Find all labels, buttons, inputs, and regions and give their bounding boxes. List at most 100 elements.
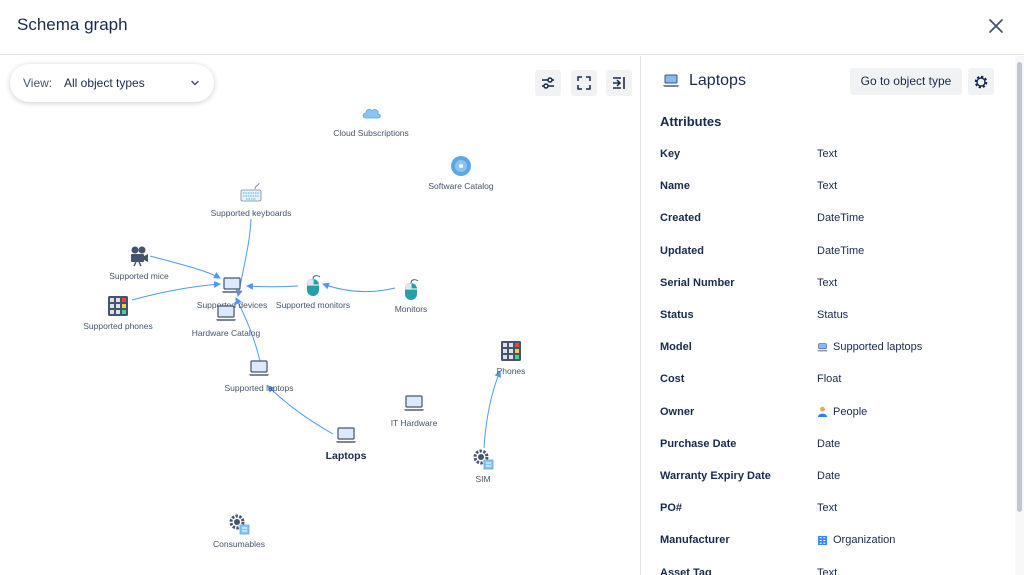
edge-laptops-supportedlaptops <box>267 385 334 435</box>
attribute-type: DateTime <box>817 212 864 224</box>
attribute-type-label: Float <box>817 373 842 386</box>
gear-box-icon <box>473 449 494 470</box>
attribute-type: Date <box>817 438 840 450</box>
filter-settings-button[interactable] <box>535 70 561 96</box>
object-type-detail-panel: Laptops Go to object type Attributes Key… <box>641 56 1015 575</box>
panel-title: Laptops <box>689 72 746 89</box>
close-icon[interactable] <box>985 15 1007 37</box>
keypad-icon <box>501 341 521 361</box>
node-sim[interactable]: SIM <box>428 448 538 484</box>
attribute-name: Purchase Date <box>660 437 737 450</box>
attribute-name: Manufacturer <box>660 534 730 547</box>
attribute-name: Status <box>660 309 694 321</box>
node-label: Hardware Catalog <box>191 328 261 338</box>
attribute-type: Date <box>817 470 840 482</box>
node-laptops[interactable]: Laptops <box>291 424 401 462</box>
attribute-name: Model <box>660 341 692 354</box>
attribute-name: Serial Number <box>660 276 735 289</box>
node-it-hardware[interactable]: IT Hardware <box>359 392 469 428</box>
node-label: Software Catalog <box>428 181 494 191</box>
cloud-icon <box>362 108 381 119</box>
attribute-type[interactable]: Organization <box>817 534 895 546</box>
node-supported-phones[interactable]: Supported phones <box>63 295 173 331</box>
attribute-type[interactable]: People <box>817 406 867 418</box>
attribute-name: Owner <box>660 405 695 418</box>
attribute-row: Purchase Date Date <box>641 438 1015 458</box>
panel-scrollbar-thumb[interactable] <box>1017 62 1022 512</box>
node-phones[interactable]: Phones <box>456 340 566 376</box>
node-label: Laptops <box>325 450 367 462</box>
attribute-type-label: DateTime <box>817 244 865 257</box>
attribute-type: Float <box>817 373 841 385</box>
collapse-panel-button[interactable] <box>606 70 632 96</box>
sliders-icon <box>542 77 554 89</box>
gear-box-icon <box>229 514 250 535</box>
node-supported-devices[interactable]: Supported devices <box>177 274 287 310</box>
node-hardware-catalog[interactable]: Hardware Catalog <box>171 302 281 338</box>
edge-sim-phones <box>483 370 502 449</box>
fullscreen-button[interactable] <box>571 70 597 96</box>
disc-icon <box>451 156 471 176</box>
attribute-type-label: Organization <box>833 534 896 547</box>
attribute-type-label: Date <box>817 437 841 450</box>
laptop-icon <box>404 395 424 411</box>
node-monitors[interactable]: Monitors <box>356 278 466 314</box>
settings-button[interactable] <box>968 68 994 95</box>
attribute-type: Text <box>817 277 837 289</box>
node-supported-keyboards[interactable]: Supported keyboards <box>196 182 306 218</box>
attribute-type-label: Text <box>817 566 838 575</box>
node-label: Cloud Subscriptions <box>333 128 409 138</box>
attribute-type-label: DateTime <box>817 212 865 225</box>
node-consumables[interactable]: Consumables <box>184 513 294 549</box>
attribute-type-label: Text <box>817 180 838 193</box>
attribute-type-label: Text <box>817 276 838 289</box>
view-select[interactable]: View: All object types <box>10 64 214 102</box>
attribute-type: Text <box>817 502 837 514</box>
modal-header: Schema graph <box>0 0 1024 55</box>
attribute-name: PO# <box>660 502 683 515</box>
attribute-type: DateTime <box>817 245 864 257</box>
attribute-type[interactable]: Supported laptops <box>817 341 922 353</box>
node-label: SIM <box>475 474 491 484</box>
laptop-icon <box>249 360 269 376</box>
go-to-object-type-button[interactable]: Go to object type <box>850 68 962 95</box>
attribute-row: Manufacturer Organization <box>641 534 1015 554</box>
attribute-name: Warranty Expiry Date <box>660 470 771 482</box>
attribute-row: Updated DateTime <box>641 245 1015 265</box>
node-supported-mice[interactable]: Supported mice <box>84 245 194 281</box>
attribute-type-label: Text <box>817 148 838 160</box>
laptop-icon <box>216 305 236 321</box>
node-label: Supported devices <box>196 300 268 310</box>
keyboard-icon <box>240 182 262 202</box>
node-cloud-subscriptions[interactable]: Cloud Subscriptions <box>316 102 426 138</box>
attribute-name: Updated <box>660 244 704 257</box>
edge-monitors-supportedmonitors <box>322 282 396 292</box>
node-label: Consumables <box>213 539 265 549</box>
panel-divider <box>640 56 641 575</box>
graph-edges <box>131 218 502 449</box>
node-software-catalog[interactable]: Software Catalog <box>406 155 516 191</box>
gear-icon <box>974 75 988 88</box>
attribute-row: PO# Text <box>641 502 1015 522</box>
laptop-icon <box>817 343 828 352</box>
attribute-row: Owner People <box>641 406 1015 426</box>
schema-graph-canvas[interactable]: View: All object types Cloud Subscriptio… <box>0 56 640 575</box>
chevron-down-icon <box>191 80 199 86</box>
mouse-icon <box>307 275 321 296</box>
node-supported-laptops[interactable]: Supported laptops <box>204 357 314 393</box>
view-label: View: <box>23 76 53 90</box>
node-label: Supported monitors <box>275 300 351 310</box>
node-label: Supported mice <box>109 271 169 281</box>
attribute-type: Text <box>817 567 837 575</box>
panel-collapse-icon <box>613 77 625 89</box>
laptop-icon <box>222 277 242 293</box>
node-supported-monitors[interactable]: Supported monitors <box>258 274 368 310</box>
attribute-row: Warranty Expiry Date Date <box>641 470 1015 490</box>
edge-supportedlaptops-devices <box>235 297 261 362</box>
attribute-type: Text <box>817 180 837 192</box>
attribute-name: Asset Tag <box>660 566 712 575</box>
